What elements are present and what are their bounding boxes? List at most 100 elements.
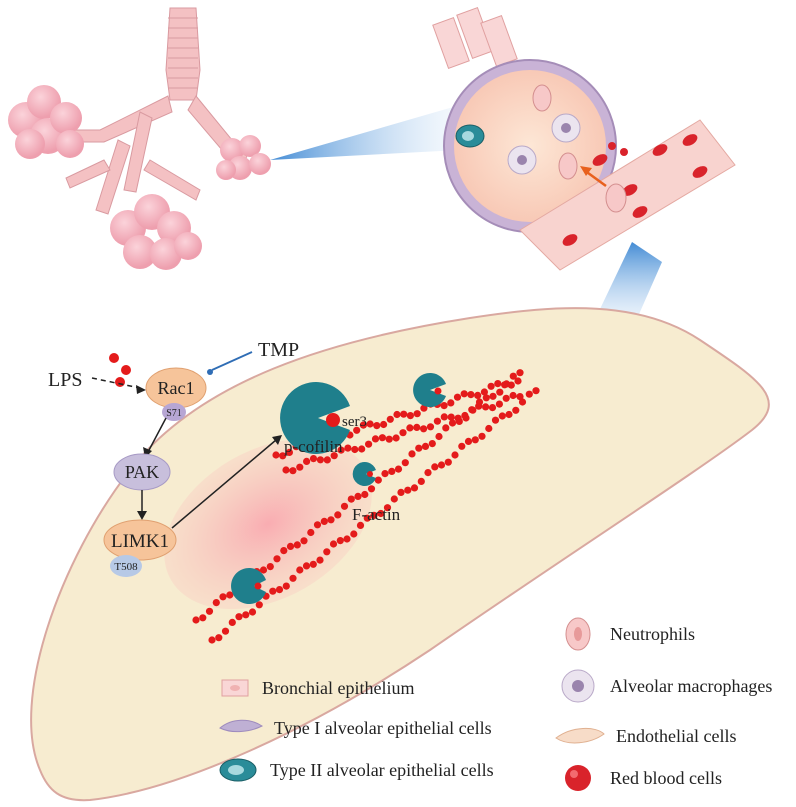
actin-bead	[340, 502, 349, 510]
actin-bead	[273, 555, 281, 563]
legend-neutrophils-label: Neutrophils	[610, 624, 695, 644]
t508-label: T508	[114, 561, 138, 573]
actin-bead	[488, 404, 497, 412]
p-cofilin-small-top	[413, 373, 446, 407]
actin-bead	[447, 413, 455, 421]
actin-bead	[390, 495, 398, 503]
actin-bead	[316, 556, 324, 564]
actin-bead	[356, 521, 365, 530]
actin-bead	[453, 393, 462, 401]
actin-bead	[226, 591, 234, 599]
actin-bead	[413, 423, 421, 431]
actin-bead	[313, 521, 322, 529]
actin-bead	[507, 381, 515, 389]
actin-bead	[323, 456, 331, 464]
legend-rbc-label: Red blood cells	[610, 768, 722, 788]
actin-bead	[404, 486, 412, 494]
actin-bead	[353, 426, 361, 434]
alveolar-cluster-right	[216, 135, 271, 180]
actin-bead	[448, 419, 457, 427]
actin-bead	[516, 393, 524, 401]
actin-bead	[518, 398, 527, 406]
rac1-node: Rac1 S71	[145, 367, 207, 421]
tmp-label: TMP	[258, 339, 299, 361]
pak-node: PAK	[113, 453, 171, 491]
zoom-beam-cell	[590, 242, 662, 330]
actin-bead	[296, 463, 304, 471]
actin-bead	[512, 406, 520, 414]
actin-filaments	[192, 369, 540, 644]
actin-bead	[509, 391, 517, 400]
actin-bead	[282, 582, 290, 590]
actin-bead	[359, 421, 367, 429]
actin-bead	[435, 432, 443, 441]
actin-bead	[374, 476, 382, 484]
f-actin-label: F-actin	[352, 505, 401, 524]
actin-bead	[351, 445, 359, 454]
actin-bead	[525, 390, 533, 398]
lps-particles	[109, 353, 131, 387]
actin-bead	[361, 490, 369, 499]
actin-bead	[354, 492, 362, 500]
actin-bead	[289, 574, 297, 582]
actin-bead	[280, 547, 288, 555]
actin-bead	[329, 540, 338, 548]
actin-bead	[289, 467, 297, 475]
p-cofilin-large: ser3 p-cofilin	[280, 381, 367, 456]
actin-bead	[316, 456, 324, 464]
actin-bead	[460, 390, 468, 398]
actin-bead	[259, 566, 268, 574]
actin-bead	[242, 611, 250, 619]
actin-bead	[279, 452, 287, 460]
actin-bead	[296, 566, 304, 574]
bronchial-epithelium-tube	[432, 6, 518, 70]
actin-bead	[309, 560, 317, 568]
actin-bead	[392, 434, 400, 442]
actin-bead	[451, 451, 459, 459]
actin-bead	[336, 537, 344, 545]
actin-bead	[440, 402, 448, 410]
actin-bead	[495, 400, 503, 408]
legend-macrophages: Alveolar macrophages	[561, 669, 772, 703]
ser3-label: ser3	[342, 414, 367, 430]
actin-bead	[350, 530, 358, 538]
actin-bead	[406, 412, 414, 420]
actin-bead	[323, 548, 331, 556]
actin-bead	[327, 516, 335, 524]
actin-bead	[464, 437, 473, 445]
actin-bead	[468, 406, 476, 414]
legend-bronchial: Bronchial epithelium	[221, 678, 414, 698]
actin-bead	[272, 451, 280, 459]
actin-bead	[498, 412, 506, 420]
actin-bead	[475, 402, 483, 410]
actin-bead	[474, 391, 482, 399]
actin-bead	[413, 410, 421, 418]
legend-neutrophils: Neutrophils	[565, 617, 695, 651]
actin-bead	[309, 455, 318, 463]
actin-bead	[269, 587, 277, 595]
actin-bead	[509, 372, 517, 380]
actin-bead	[303, 457, 311, 465]
actin-bead	[502, 394, 510, 402]
actin-bead	[461, 411, 469, 420]
actin-bead	[282, 466, 290, 474]
actin-bead	[516, 369, 524, 377]
actin-bead	[208, 636, 216, 644]
actin-bead	[275, 586, 284, 594]
actin-bead	[377, 509, 385, 518]
actin-bead	[400, 410, 408, 418]
actin-bead	[293, 541, 301, 549]
p-cofilin-label: p-cofilin	[284, 437, 343, 456]
actin-bead	[215, 634, 223, 642]
actin-bead	[471, 436, 479, 444]
actin-bead	[482, 394, 490, 402]
actin-bead	[406, 424, 414, 432]
actin-bead	[489, 392, 497, 400]
actin-bead	[205, 607, 214, 615]
actin-bead	[388, 467, 396, 475]
actin-bead	[373, 422, 381, 430]
actin-bead	[383, 504, 392, 512]
actin-bead	[255, 601, 263, 609]
actin-bead	[320, 517, 328, 526]
p-cofilin-small-bottom	[231, 568, 266, 604]
